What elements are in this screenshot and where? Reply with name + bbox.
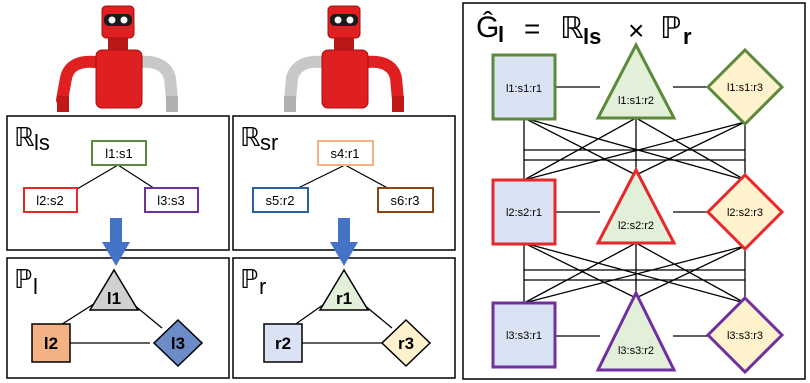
svg-text:l3: l3 <box>171 334 185 353</box>
product-node-l3s3r2: l3:s3:r2 <box>595 289 677 372</box>
r-sr-title-symbol: ℝ <box>240 122 261 152</box>
product-node-l2s2r1: l2:s2:r1 <box>491 178 557 246</box>
left-robot-icon <box>56 5 178 112</box>
svg-text:r3: r3 <box>398 334 414 353</box>
r-ls-node-l3s3: l3:s3 <box>144 187 199 213</box>
svg-text:l3:s3: l3:s3 <box>157 193 184 208</box>
svg-text:ls: ls <box>583 24 601 49</box>
svg-text:ℙ: ℙ <box>660 12 681 45</box>
svg-text:l2:s2:r2: l2:s2:r2 <box>618 220 654 232</box>
r-sr-node-s5r2: s5:r2 <box>252 187 309 213</box>
svg-text:r: r <box>683 24 692 49</box>
r-sr-node-s6r3: s6:r3 <box>377 187 434 213</box>
product-node-l3s3r3: l3:s3:r3 <box>705 295 785 375</box>
p-l-title-symbol: ℙ <box>14 264 32 294</box>
svg-text:l2:s2:r1: l2:s2:r1 <box>506 207 542 219</box>
product-node-l1s1r3: l1:s1:r3 <box>705 47 785 127</box>
svg-text:=: = <box>524 13 540 44</box>
arrow-left-down-icon <box>102 218 130 266</box>
svg-text:ℝ: ℝ <box>560 12 584 45</box>
svg-text:×: × <box>628 15 644 46</box>
p-l-title-sub: l <box>33 274 38 299</box>
p-r-node-r1: r1 <box>318 268 370 311</box>
svg-text:r2: r2 <box>275 334 291 353</box>
product-node-l1s1r1: l1:s1:r1 <box>491 53 557 121</box>
p-l-node-l3: l3 <box>152 318 204 368</box>
svg-text:s5:r2: s5:r2 <box>266 193 295 208</box>
r-sr-title-sub: sr <box>260 130 278 155</box>
svg-text:l3:s3:r3: l3:s3:r3 <box>727 330 763 342</box>
product-node-l1s1r2: l1:s1:r2 <box>595 41 677 120</box>
panel-product-graph: Ĝ l = ℝ ls × ℙ r <box>462 2 806 380</box>
p-r-title-symbol: ℙ <box>240 264 258 294</box>
r-sr-node-s4r1: s4:r1 <box>317 140 374 166</box>
svg-text:l2: l2 <box>44 334 58 353</box>
svg-text:l1: l1 <box>107 289 121 308</box>
p-l-node-l2: l2 <box>31 323 71 363</box>
svg-text:l2:s2:r3: l2:s2:r3 <box>727 207 763 219</box>
svg-text:l: l <box>498 22 504 47</box>
svg-text:l1:s1: l1:s1 <box>105 146 132 161</box>
svg-text:l1:s1:r2: l1:s1:r2 <box>618 95 654 107</box>
svg-text:s4:r1: s4:r1 <box>331 146 360 161</box>
svg-text:Ĝ: Ĝ <box>476 10 499 44</box>
r-ls-node-l2s2: l2:s2 <box>23 187 78 213</box>
product-edges <box>523 86 746 337</box>
arrow-right-down-icon <box>330 218 358 266</box>
p-r-node-r2: r2 <box>263 323 303 363</box>
panel-p-r: ℙ r r1 r2 r3 <box>232 257 456 379</box>
svg-text:l1:s1:r3: l1:s1:r3 <box>727 82 763 94</box>
p-l-node-l1: l1 <box>88 268 140 311</box>
svg-text:l1:s1:r1: l1:s1:r1 <box>506 83 542 95</box>
svg-text:l3:s3:r1: l3:s3:r1 <box>506 330 542 342</box>
svg-text:l3:s3:r2: l3:s3:r2 <box>618 345 654 357</box>
product-node-l3s3r1: l3:s3:r1 <box>491 301 557 369</box>
product-node-l2s2r3: l2:s2:r3 <box>705 172 785 252</box>
right-robot-icon <box>284 5 404 112</box>
svg-text:r1: r1 <box>336 289 352 308</box>
r-ls-node-l1s1: l1:s1 <box>91 140 147 166</box>
p-r-title-sub: r <box>259 274 266 299</box>
p-r-node-r3: r3 <box>380 318 432 368</box>
product-node-l2s2r2: l2:s2:r2 <box>595 166 677 245</box>
svg-text:l2:s2: l2:s2 <box>36 193 63 208</box>
r-ls-title-sub: ls <box>34 130 50 155</box>
r-ls-title-symbol: ℝ <box>14 122 35 152</box>
panel-p-l: ℙ l l1 l2 l3 <box>6 257 230 379</box>
svg-text:s6:r3: s6:r3 <box>391 193 420 208</box>
product-title: Ĝ l = ℝ ls × ℙ r <box>476 10 692 49</box>
